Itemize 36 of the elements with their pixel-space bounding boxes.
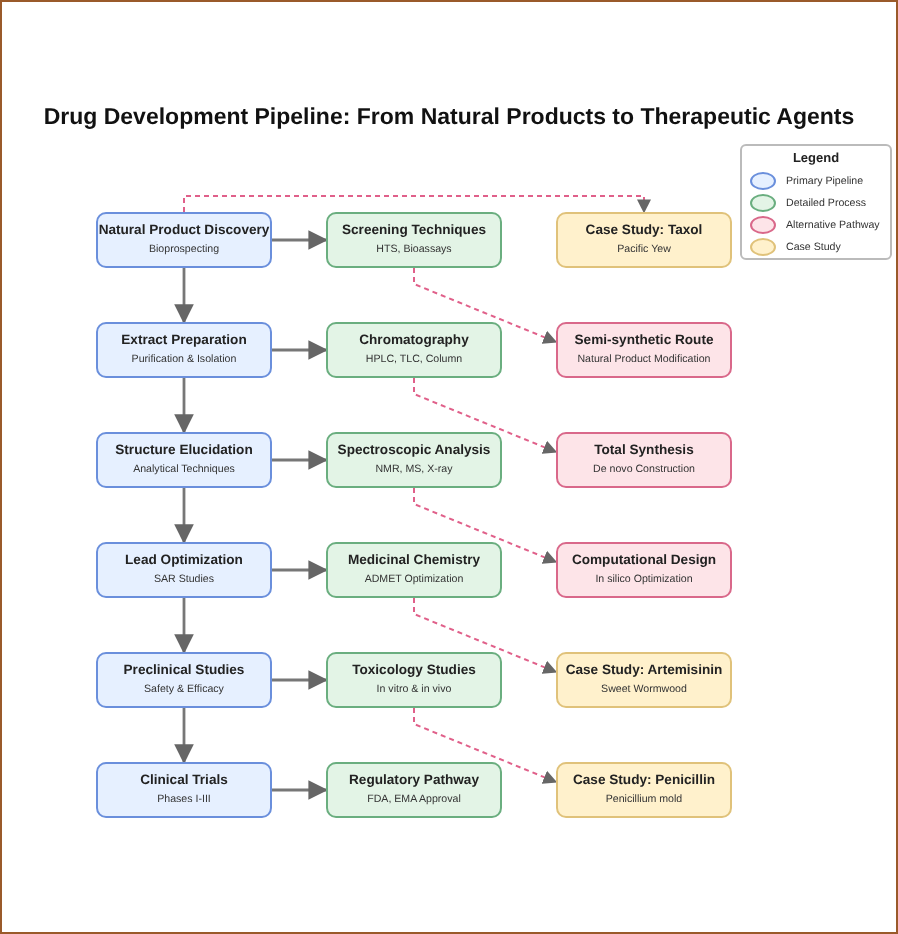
arrow — [413, 267, 558, 344]
arrow — [272, 230, 328, 250]
arrow — [272, 560, 328, 580]
process-box — [96, 432, 272, 488]
arrow — [174, 268, 194, 324]
process-box — [556, 212, 732, 268]
process-box — [96, 542, 272, 598]
process-box — [96, 762, 272, 818]
process-box — [96, 652, 272, 708]
arrow — [174, 488, 194, 544]
process-box — [556, 322, 732, 378]
process-box — [326, 212, 502, 268]
arrow — [272, 340, 328, 360]
process-box — [556, 762, 732, 818]
arrow — [174, 708, 194, 764]
arrow — [174, 378, 194, 434]
arrow — [183, 195, 651, 214]
process-box — [96, 212, 272, 268]
arrow — [272, 450, 328, 470]
arrow — [413, 377, 558, 454]
process-box — [326, 432, 502, 488]
process-box — [326, 652, 502, 708]
arrow — [413, 597, 558, 674]
arrow — [413, 707, 558, 784]
diagram-title: Drug Development Pipeline: From Natural Products to Therapeutic Agents — [41, 106, 857, 130]
arrow — [272, 670, 328, 690]
process-box — [556, 542, 732, 598]
process-box — [96, 322, 272, 378]
process-box — [326, 762, 502, 818]
arrow — [272, 780, 328, 800]
process-box — [556, 432, 732, 488]
arrow — [174, 598, 194, 654]
process-box — [326, 542, 502, 598]
arrow — [413, 487, 558, 564]
process-box — [326, 322, 502, 378]
process-box — [556, 652, 732, 708]
